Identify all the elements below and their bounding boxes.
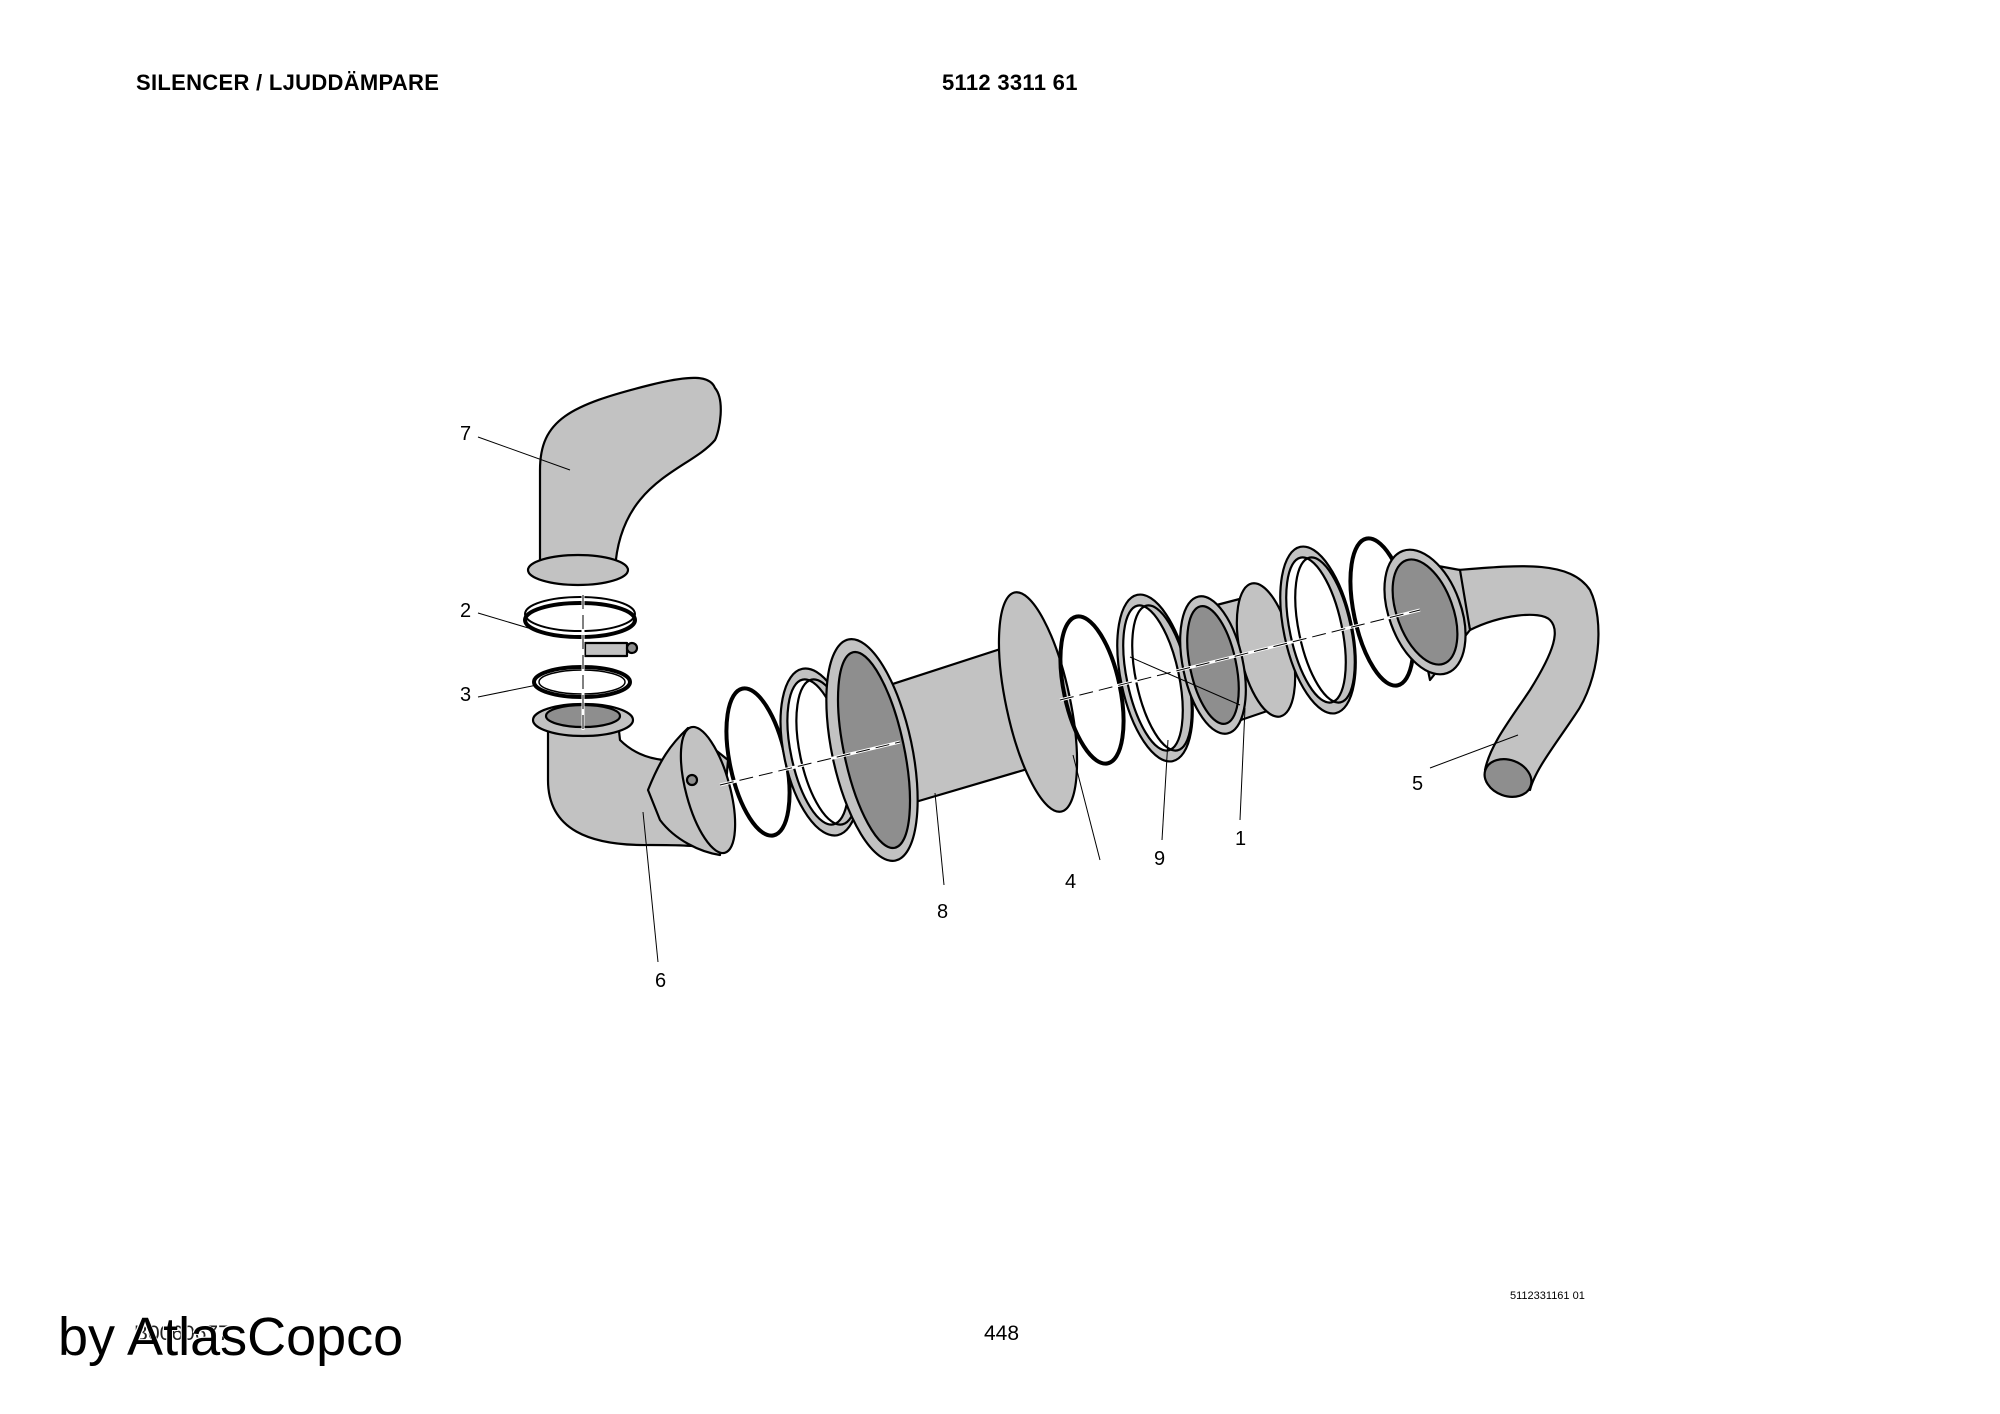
callout-9: 9: [1154, 848, 1165, 870]
clamp-2: [523, 596, 639, 658]
drawing-code: 5112331161 01: [1510, 1290, 1585, 1302]
silencer-body-8: [825, 591, 1079, 862]
elbow-pipe-5: [1383, 548, 1600, 798]
page-number: 448: [984, 1322, 1020, 1345]
drawing-title: SILENCER / LJUDDÄMPARE: [136, 70, 440, 95]
callout-3: 3: [460, 684, 471, 706]
callout-1: 1: [1235, 828, 1246, 850]
flange-ring-right: [1279, 545, 1357, 715]
leader-lines: [477, 436, 1519, 963]
callout-6: 6: [655, 970, 666, 992]
callout-2: 2: [460, 600, 471, 622]
reference-number: B0060677: [134, 1322, 230, 1345]
part-number: 5112 3311 61: [942, 70, 1078, 95]
callout-5: 5: [1412, 773, 1423, 795]
callout-7: 7: [460, 423, 471, 445]
elbow-pipe-7: [526, 376, 722, 587]
assembly-axis-dashes: [582, 595, 1421, 786]
elbow-pipe-6: [531, 702, 737, 857]
callout-4: 4: [1065, 871, 1076, 893]
callout-8: 8: [937, 901, 948, 923]
watermark: by AtlasCopco: [58, 1307, 404, 1367]
